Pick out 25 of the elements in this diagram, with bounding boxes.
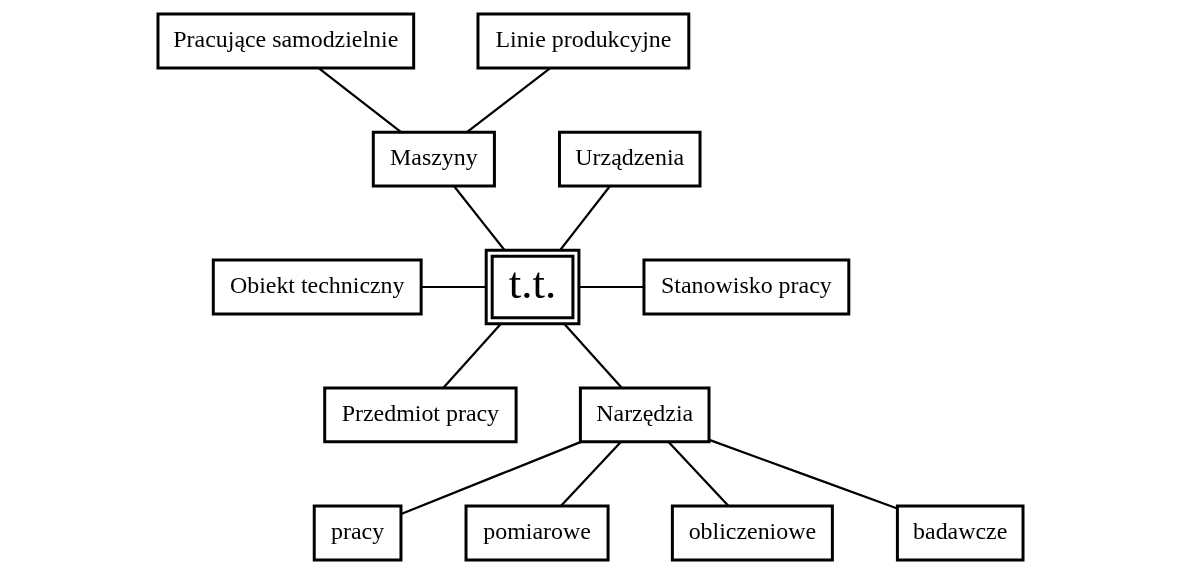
node-box: pracy	[312, 504, 402, 562]
connector	[563, 323, 623, 389]
connector	[708, 438, 898, 510]
node-box: Linie produkcyjne	[476, 12, 690, 70]
connector	[558, 185, 610, 251]
node-box: pomiarowe	[464, 504, 610, 562]
node-box: Pracujące samodzielnie	[156, 12, 415, 70]
node-box: obliczeniowe	[670, 504, 834, 562]
connector	[442, 323, 502, 389]
node-box: Narzędzia	[578, 386, 710, 444]
node-box: Obiekt techniczny	[211, 258, 423, 316]
connector	[317, 67, 402, 134]
connector	[667, 441, 729, 507]
connector	[400, 440, 581, 516]
connector	[578, 285, 644, 289]
node-box: Przedmiot pracy	[322, 386, 518, 444]
node-box: badawcze	[895, 504, 1024, 562]
connector	[465, 67, 551, 134]
node-box: Urządzenia	[557, 130, 702, 188]
connector	[559, 441, 622, 507]
node-box: Stanowisko pracy	[641, 258, 850, 316]
connector	[452, 185, 506, 251]
connector	[421, 285, 486, 289]
node-box: Maszyny	[371, 130, 496, 188]
node-box: t.t.	[484, 248, 580, 326]
